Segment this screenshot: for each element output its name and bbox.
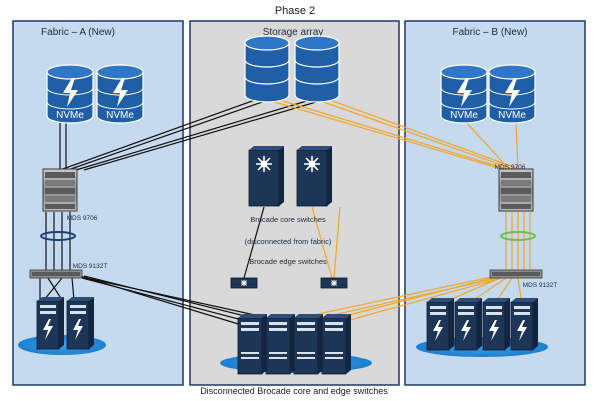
brocade-core-switch-icon xyxy=(296,145,333,207)
server-icon xyxy=(426,297,455,351)
nvme-label: NVMe xyxy=(450,110,478,121)
mds-upper-label: MDS 9706 xyxy=(67,215,98,222)
server-icon xyxy=(482,297,511,351)
brocade-labels: Brocade core switches (disconnected from… xyxy=(245,215,332,266)
brocade-edge-switch-icon xyxy=(320,277,348,289)
mds-fabric-switch-a: MDS 9132T xyxy=(29,263,108,279)
servers-center xyxy=(237,313,352,375)
port-channel-rings xyxy=(40,231,536,241)
fabric-switch-icon xyxy=(489,269,543,279)
server-icon xyxy=(36,296,65,350)
panel-label-fabric-b: Fabric – B (New) xyxy=(452,27,527,38)
diagram-footer: Disconnected Brocade core and edge switc… xyxy=(200,386,388,396)
server-icon xyxy=(293,313,324,375)
nvme-drives-fabric-b: NVMe NVMe xyxy=(440,64,536,124)
panel-label-storage: Storage array xyxy=(263,27,324,38)
brocade-links xyxy=(243,206,333,279)
server-icon xyxy=(454,297,483,351)
server-icon xyxy=(66,296,95,350)
nvme-label: NVMe xyxy=(56,110,84,121)
server-icon xyxy=(321,313,352,375)
nvme-label: NVMe xyxy=(498,110,526,121)
mds-fabric-switch-b: MDS 9132T xyxy=(489,269,558,289)
storage-array-icon xyxy=(294,35,340,103)
brocade-edge-label: Brocade edge switches xyxy=(249,257,327,266)
fabric-switch-icon xyxy=(29,269,83,279)
mds-lower-label: MDS 9132T xyxy=(523,282,558,289)
server-icon xyxy=(237,313,268,375)
mds-upper-label: MDS 9706 xyxy=(495,164,526,171)
nvme-drives-fabric-a: NVMe NVMe xyxy=(46,64,144,124)
fabric-b-links xyxy=(261,99,531,327)
brocade-disconnected-label: (disconnected from fabric) xyxy=(245,237,332,246)
server-icon xyxy=(265,313,296,375)
server-icon xyxy=(510,297,539,351)
panel-label-fabric-a: Fabric – A (New) xyxy=(41,27,115,38)
mds-director-fabric-a: MDS 9706 xyxy=(42,168,98,222)
mds-chassis-icon xyxy=(498,168,534,212)
diagram-title: Phase 2 xyxy=(275,5,315,17)
nvme-label: NVMe xyxy=(106,110,134,121)
brocade-core-switch-icon xyxy=(248,145,285,207)
mds-director-fabric-b: MDS 9706 xyxy=(495,164,534,212)
mds-lower-label: MDS 9132T xyxy=(73,263,108,270)
storage-array-icon xyxy=(244,35,290,103)
brocade-edge-switch-icon xyxy=(230,277,258,289)
brocade-core-label: Brocade core switches xyxy=(250,215,326,224)
mds-chassis-icon xyxy=(42,168,78,212)
